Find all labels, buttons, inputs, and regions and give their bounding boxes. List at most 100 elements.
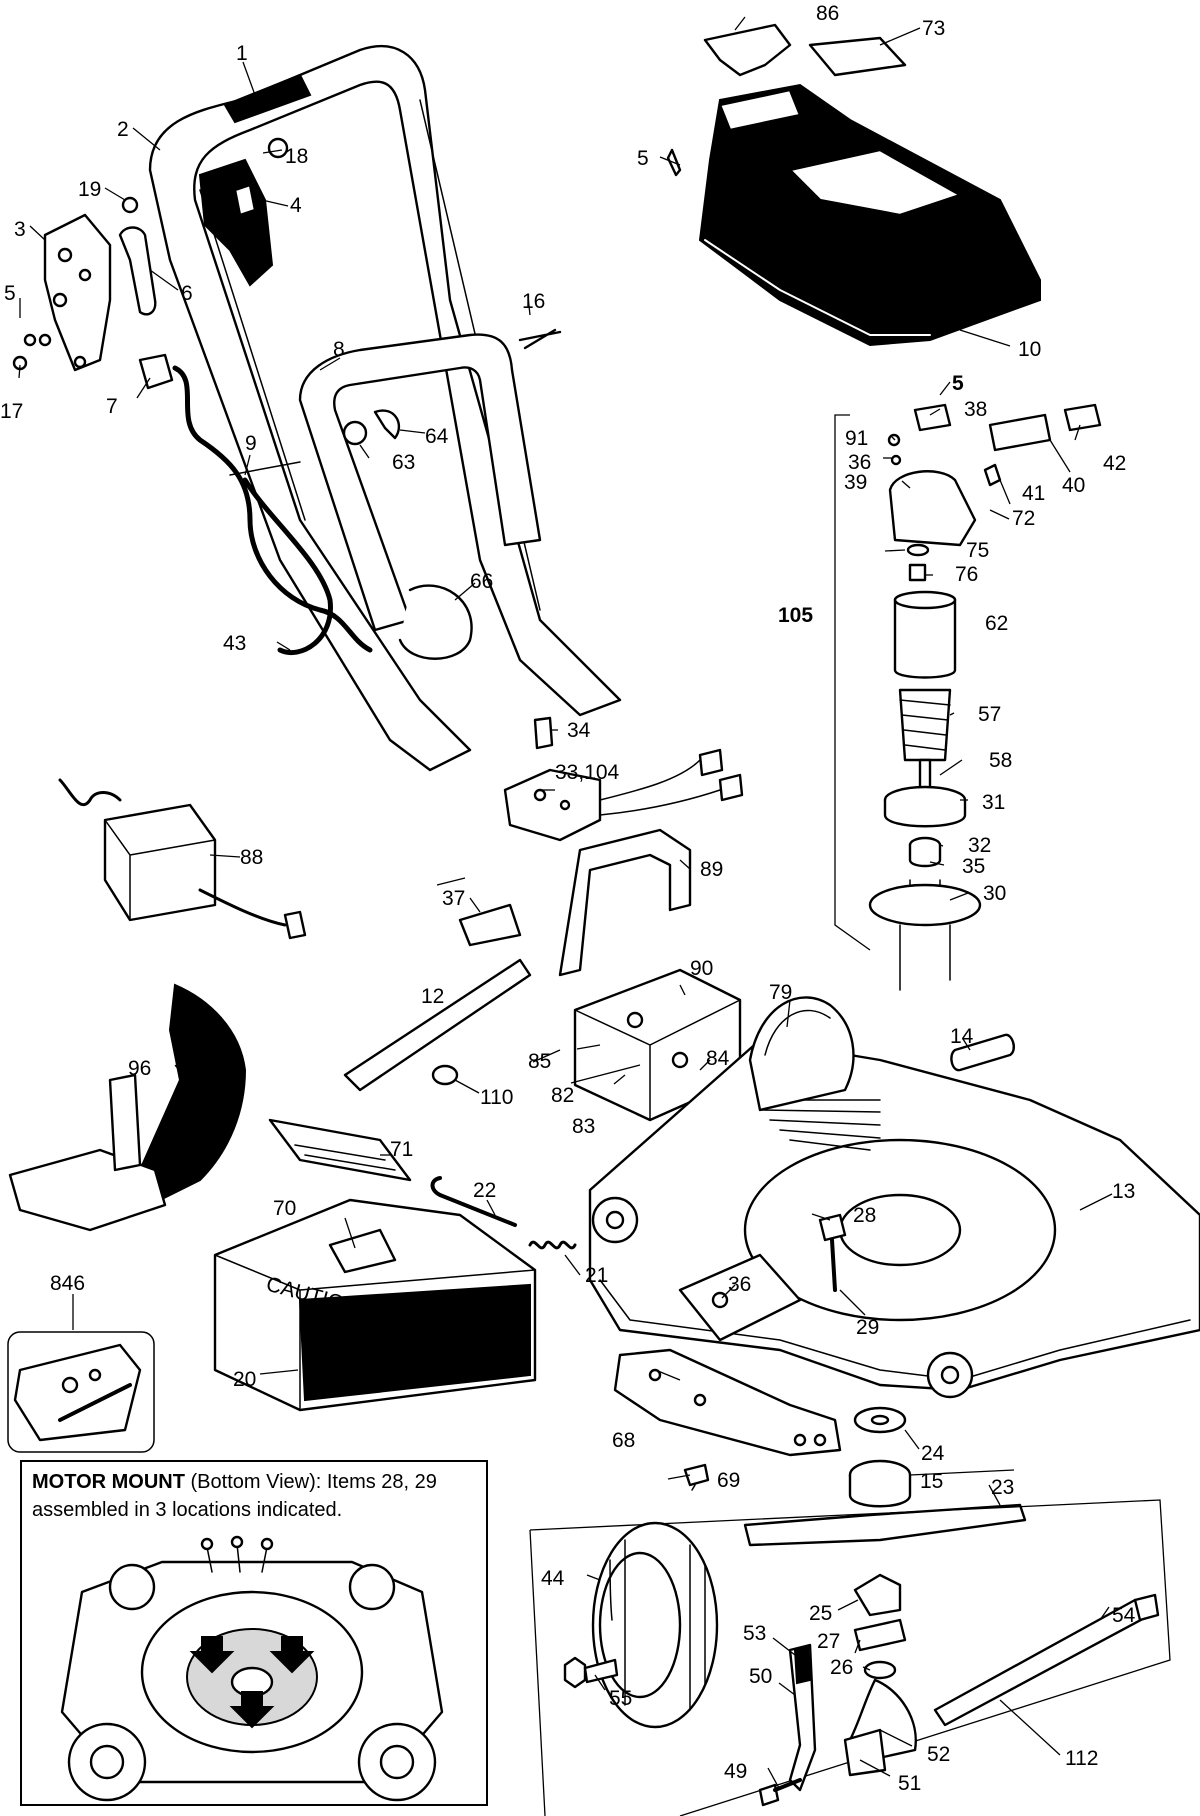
- callout-70: 70: [273, 1197, 296, 1220]
- fan-24: [853, 1406, 907, 1434]
- handle-upper: [148, 45, 622, 772]
- callout-4: 4: [290, 194, 302, 217]
- callout-53: 53: [743, 1622, 766, 1645]
- bushing-14: [950, 1033, 1015, 1072]
- cover-latch: [703, 23, 792, 77]
- callout-9: 9: [245, 432, 257, 455]
- callout-2: 2: [117, 118, 129, 141]
- trigger-lever: [118, 226, 157, 316]
- callout-29: 29: [856, 1316, 879, 1339]
- callout-38: 38: [964, 398, 987, 421]
- callout-19: 19: [78, 178, 101, 201]
- spacer-110: [431, 1064, 459, 1086]
- callout-8: 8: [333, 338, 345, 361]
- switch-housing: [198, 158, 274, 287]
- cover-label: [808, 36, 907, 77]
- callout-85: 85: [528, 1050, 551, 1073]
- callout-44: 44: [541, 1567, 565, 1590]
- callout-33-104: 33,104: [555, 761, 620, 784]
- discharge-chute-rod: [343, 958, 532, 1092]
- small-hardware-handle: [12, 137, 562, 660]
- callout-57: 57: [978, 703, 1001, 726]
- callout-73: 73: [922, 17, 945, 40]
- callout-25: 25: [809, 1602, 832, 1625]
- callout-23: 23: [991, 1476, 1014, 1499]
- callout-71: 71: [390, 1138, 413, 1161]
- mower-deck: [588, 1038, 1200, 1392]
- callout-105: 105: [778, 604, 813, 627]
- callout-72: 72: [1012, 507, 1035, 530]
- callout-31: 31: [982, 791, 1005, 814]
- handle-lower: [298, 333, 542, 632]
- callout-18: 18: [285, 145, 308, 168]
- callout-14: 14: [950, 1025, 974, 1048]
- callout-79: 79: [769, 981, 792, 1004]
- callout-90: 90: [690, 957, 713, 980]
- callout-26: 26: [830, 1656, 853, 1679]
- callout-88: 88: [240, 846, 263, 869]
- bolt-69: [683, 1463, 710, 1491]
- motor-mount-box: MOTOR MOUNT (Bottom View): Items 28, 29 …: [20, 1460, 488, 1806]
- callout-15: 15: [920, 1470, 943, 1493]
- callout-20: 20: [233, 1368, 256, 1391]
- callout-63: 63: [392, 451, 415, 474]
- callout-64: 64: [425, 425, 449, 448]
- motor-mount-bolt: [818, 1213, 847, 1292]
- wheel-front-left: [591, 1196, 639, 1244]
- battery-charger: [58, 778, 307, 940]
- callout-16: 16: [522, 290, 545, 313]
- callout-5b: 5: [637, 147, 649, 170]
- fan-15: [848, 1459, 912, 1508]
- hardware-kit-846: [7, 1294, 155, 1453]
- callout-43: 43: [223, 632, 246, 655]
- callout-112: 112: [1065, 1747, 1098, 1770]
- height-plate-52: [843, 1678, 917, 1777]
- axle-54: [933, 1593, 1160, 1727]
- callout-75: 75: [966, 539, 989, 562]
- callout-labels: 1 2 3 4 5 5 5 6 7 8 9 10 12 13 14 15 16 …: [0, 2, 1136, 1795]
- callout-58: 58: [989, 749, 1012, 772]
- callout-89: 89: [700, 858, 723, 881]
- callout-42: 42: [1103, 452, 1126, 475]
- callout-82: 82: [551, 1084, 574, 1107]
- grass-deflector: [8, 983, 247, 1232]
- wheel-kit-outline: [529, 1499, 1171, 1816]
- callout-62: 62: [985, 612, 1008, 635]
- callout-7: 7: [106, 395, 118, 418]
- blade-adapter: [853, 1573, 907, 1680]
- height-lever-50: [788, 1643, 817, 1792]
- callout-36b: 36: [728, 1273, 751, 1296]
- callout-49: 49: [724, 1760, 747, 1783]
- callout-5c: 5: [952, 372, 964, 395]
- callout-91: 91: [845, 427, 868, 450]
- callout-41: 41: [1022, 482, 1045, 505]
- callout-34: 34: [567, 719, 591, 742]
- callout-50: 50: [749, 1665, 772, 1688]
- callout-86: 86: [816, 2, 839, 25]
- callout-68: 68: [612, 1429, 635, 1452]
- callout-3: 3: [14, 218, 26, 241]
- callout-17: 17: [0, 400, 23, 423]
- callout-12: 12: [421, 985, 444, 1008]
- rear-wheel-79: [748, 996, 855, 1112]
- latch-clip: [458, 903, 522, 947]
- callout-35: 35: [962, 855, 985, 878]
- callout-69: 69: [717, 1469, 740, 1492]
- callout-76: 76: [955, 563, 978, 586]
- callout-40: 40: [1062, 474, 1085, 497]
- callout-37: 37: [442, 887, 465, 910]
- callout-110: 110: [480, 1086, 513, 1109]
- top-cover: [698, 83, 1041, 347]
- callout-21: 21: [585, 1264, 608, 1287]
- callout-96: 96: [128, 1057, 151, 1080]
- callout-55: 55: [609, 1687, 632, 1710]
- callout-1: 1: [236, 42, 248, 65]
- cord-and-plug: [138, 353, 373, 656]
- callout-32: 32: [968, 834, 991, 857]
- callout-5a: 5: [4, 282, 16, 305]
- callout-10: 10: [1018, 338, 1041, 361]
- callout-24: 24: [921, 1442, 945, 1465]
- motor-mount-title: MOTOR MOUNT: [32, 1471, 185, 1493]
- hinge-rod-22: [430, 1176, 517, 1227]
